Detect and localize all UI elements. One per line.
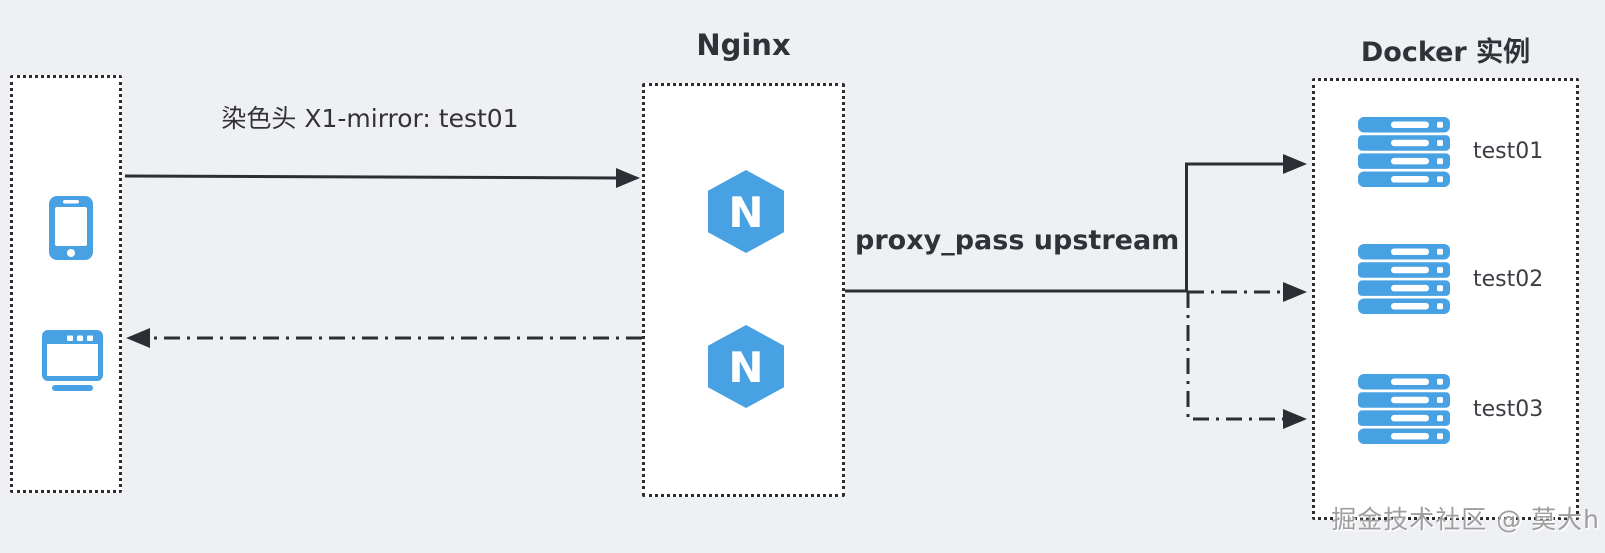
nginx-logo-letter: N: [728, 188, 763, 237]
browser-window-icon: [41, 330, 105, 392]
proxy-arrow: [845, 154, 1307, 293]
nginx-logo-icon: N: [708, 325, 784, 408]
nginx-logo-letter: N: [728, 343, 763, 392]
server-stack-icon: [1358, 117, 1450, 187]
instance-label-test03: test03: [1473, 397, 1544, 422]
smartphone-icon: [49, 196, 93, 260]
request-arrow: [124, 168, 640, 188]
server-stack-icon: [1358, 374, 1450, 444]
nginx-panel: [642, 83, 845, 497]
nginx-logo-icon: N: [708, 170, 784, 253]
branch-arrow-test03: [1186, 292, 1307, 429]
nginx-panel-title: Nginx: [696, 28, 791, 62]
docker-panel-title: Docker 实例: [1360, 37, 1531, 68]
instance-label-test02: test02: [1473, 267, 1544, 292]
proxy-edge-label: proxy_pass upstream: [855, 225, 1180, 256]
client-panel: [10, 75, 122, 493]
instance-label-test01: test01: [1473, 139, 1544, 164]
watermark-text: 掘金技术社区 @ 莫大h: [1331, 505, 1600, 534]
branch-arrow-test02: [1188, 282, 1307, 302]
request-edge-label: 染色头 X1-mirror: test01: [221, 104, 519, 133]
response-arrow: [126, 328, 642, 348]
server-stack-icon: [1358, 244, 1450, 314]
